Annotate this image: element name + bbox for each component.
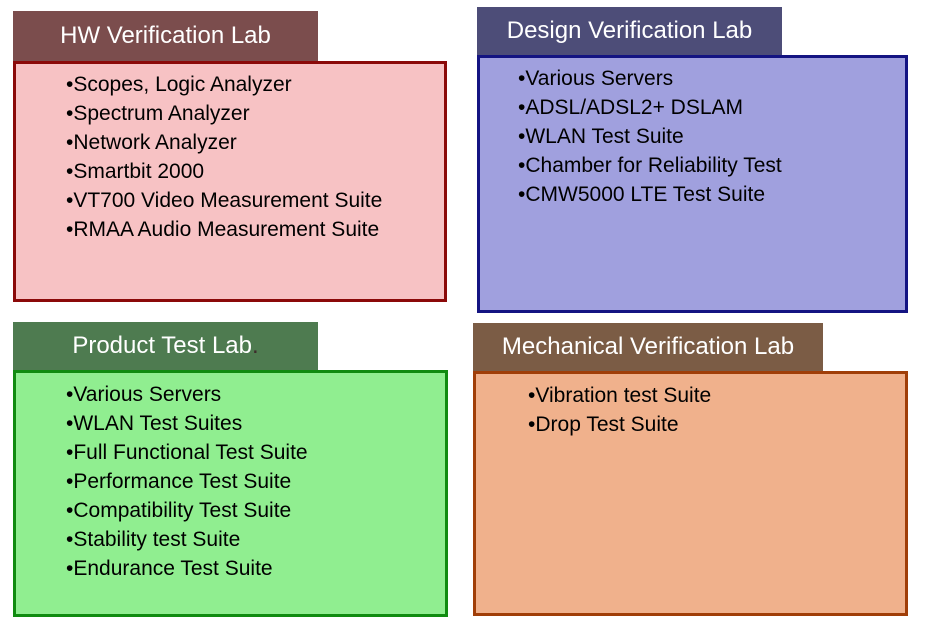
design-verification-lab-header: Design Verification Lab <box>477 7 782 55</box>
product-test-lab-title: Product Test Lab <box>72 332 252 359</box>
list-item: •Spectrum Analyzer <box>66 102 250 125</box>
list-item: •Full Functional Test Suite <box>66 441 308 464</box>
hw-verification-lab-body: •Scopes, Logic Analyzer •Spectrum Analyze… <box>13 61 447 302</box>
list-item: •Chamber for Reliability Test <box>518 154 782 177</box>
list-item: •WLAN Test Suite <box>518 125 684 148</box>
design-verification-lab-title: Design Verification Lab <box>506 17 753 44</box>
list-item: •Scopes, Logic Analyzer <box>66 73 292 96</box>
list-item: •Drop Test Suite <box>528 413 679 436</box>
list-item: •Performance Test Suite <box>66 470 292 493</box>
mechanical-verification-lab-header: Mechanical Verification Lab <box>473 323 823 371</box>
list-item: •Stability test Suite <box>66 528 241 551</box>
design-equipment-list: •Various Servers •ADSL/ADSL2+ DSLAM •WLAN … <box>480 58 905 209</box>
list-item: •CMW5000 LTE Test Suite <box>518 183 766 206</box>
product-equipment-list: •Various Servers •WLAN Test Suites •Full F… <box>16 373 445 583</box>
list-item: •ADSL/ADSL2+ DSLAM <box>518 96 744 119</box>
product-test-lab-header: Product Test Lab. <box>13 322 318 370</box>
design-verification-lab-body: •Various Servers •ADSL/ADSL2+ DSLAM •WLAN … <box>477 55 908 313</box>
list-item: •Network Analyzer <box>66 131 237 154</box>
mechanical-equipment-list: •Vibration test Suite •Drop Test Suite <box>476 374 905 439</box>
list-item: •Vibration test Suite <box>528 384 712 407</box>
list-item: •Various Servers <box>518 67 674 90</box>
hw-equipment-list: •Scopes, Logic Analyzer •Spectrum Analyze… <box>16 64 444 244</box>
list-item: •VT700 Video Measurement Suite <box>66 189 383 212</box>
hw-verification-lab-header: HW Verification Lab <box>13 11 318 61</box>
list-item: •Smartbit 2000 <box>66 160 205 183</box>
list-item: •WLAN Test Suites <box>66 412 243 435</box>
hw-verification-lab-title: HW Verification Lab <box>60 22 271 49</box>
mechanical-verification-lab-body: •Vibration test Suite •Drop Test Suite <box>473 371 908 616</box>
list-item: •Compatibility Test Suite <box>66 499 292 522</box>
list-item: •RMAA Audio Measurement Suite <box>66 218 380 241</box>
product-test-lab-body: •Various Servers •WLAN Test Suites •Full F… <box>13 370 448 617</box>
mechanical-verification-lab-title: Mechanical Verification Lab <box>501 333 795 360</box>
list-item: •Various Servers <box>66 383 222 406</box>
product-test-lab-title-suffix: . <box>252 332 259 359</box>
list-item: •Endurance Test Suite <box>66 557 273 580</box>
